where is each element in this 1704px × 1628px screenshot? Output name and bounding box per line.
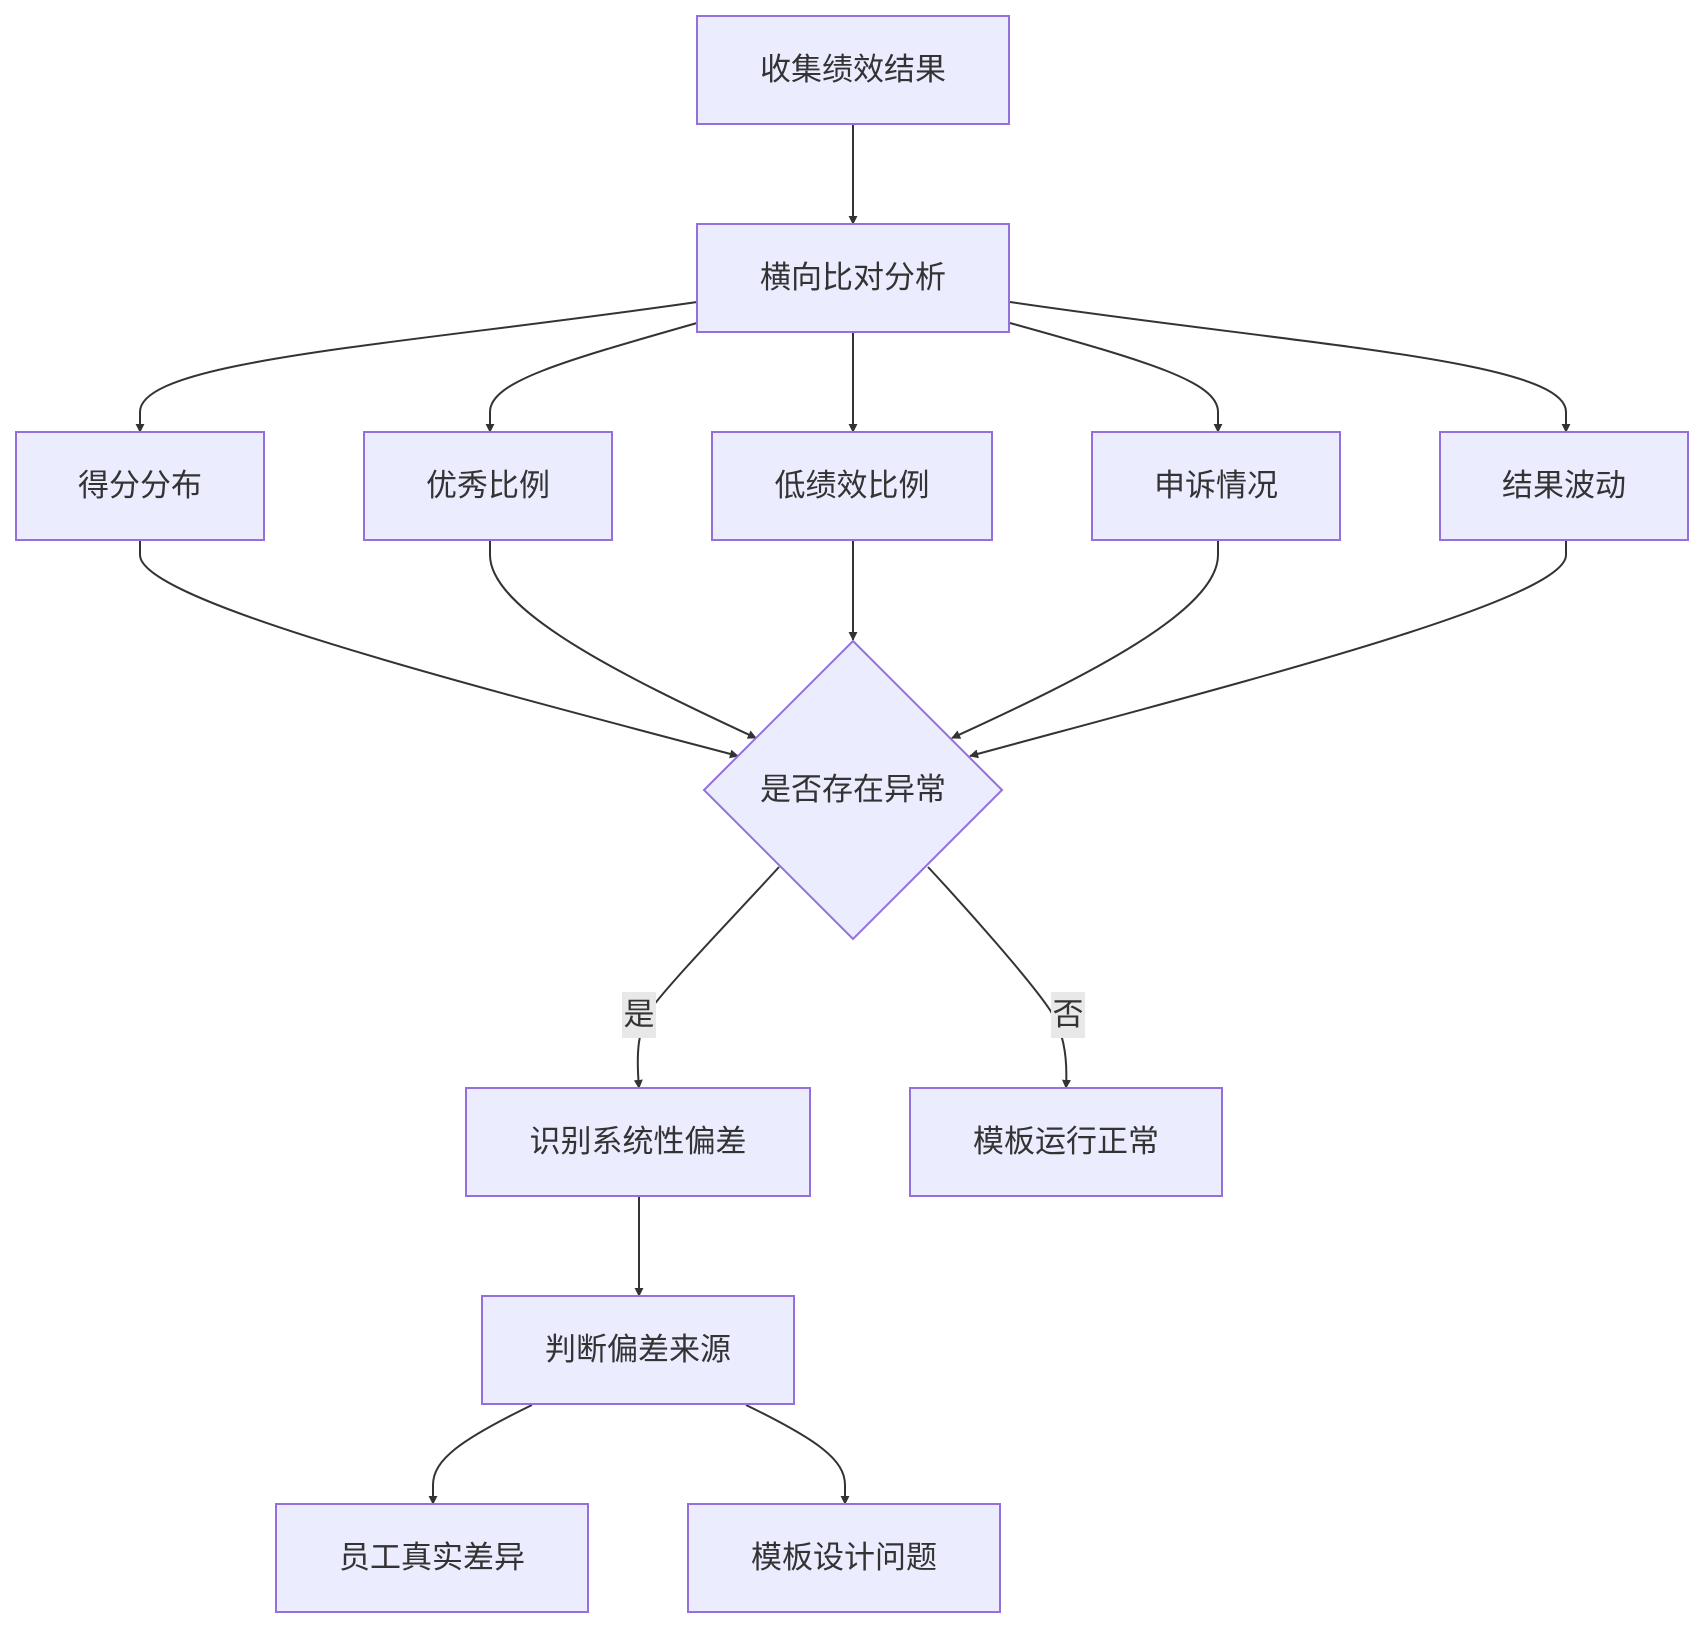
node-score-dist: 得分分布 bbox=[15, 431, 265, 541]
node-employee-diff-label: 员工真实差异 bbox=[339, 1540, 525, 1576]
edge-score-dist-to-anomaly bbox=[139, 541, 739, 759]
node-excellent-ratio: 优秀比例 bbox=[363, 431, 613, 541]
node-template-issue: 模板设计问题 bbox=[687, 1503, 1001, 1613]
edge-excellent-ratio-to-anomaly bbox=[489, 541, 757, 739]
edge-anomaly-to-identify-bias bbox=[633, 866, 780, 1089]
node-template-ok: 模板运行正常 bbox=[909, 1087, 1223, 1197]
node-low-ratio: 低绩效比例 bbox=[711, 431, 993, 541]
node-anomaly-label: 是否存在异常 bbox=[760, 772, 946, 808]
edge-label-no: 否 bbox=[1051, 992, 1085, 1038]
node-template-ok-label: 模板运行正常 bbox=[973, 1124, 1159, 1160]
node-identify-bias-label: 识别系统性偏差 bbox=[530, 1124, 747, 1160]
node-excellent-ratio-label: 优秀比例 bbox=[426, 468, 550, 504]
edge-compare-to-excellent-ratio bbox=[485, 322, 698, 433]
node-fluctuation-label: 结果波动 bbox=[1502, 468, 1626, 504]
edge-compare-to-appeal bbox=[1009, 322, 1223, 433]
edges bbox=[135, 125, 1571, 1505]
edge-label-yes: 是 bbox=[622, 992, 656, 1038]
node-fluctuation: 结果波动 bbox=[1439, 431, 1689, 541]
node-score-dist-label: 得分分布 bbox=[78, 468, 202, 504]
node-low-ratio-label: 低绩效比例 bbox=[775, 468, 930, 504]
node-appeal: 申诉情况 bbox=[1091, 431, 1341, 541]
edge-compare-to-score-dist bbox=[135, 301, 698, 433]
edge-anomaly-to-template-ok bbox=[927, 866, 1071, 1089]
edge-judge-source-to-template-issue bbox=[745, 1404, 850, 1505]
node-employee-diff: 员工真实差异 bbox=[275, 1503, 589, 1613]
edge-compare-to-fluctuation bbox=[1009, 301, 1571, 433]
edge-fluctuation-to-anomaly bbox=[969, 541, 1567, 759]
node-anomaly: 是否存在异常 bbox=[702, 639, 1004, 941]
node-template-issue-label: 模板设计问题 bbox=[751, 1540, 937, 1576]
node-collect-label: 收集绩效结果 bbox=[760, 52, 946, 88]
node-judge-source-label: 判断偏差来源 bbox=[545, 1332, 731, 1368]
node-judge-source: 判断偏差来源 bbox=[481, 1295, 795, 1405]
node-identify-bias: 识别系统性偏差 bbox=[465, 1087, 811, 1197]
node-appeal-label: 申诉情况 bbox=[1154, 468, 1278, 504]
edge-label-yes-text: 是 bbox=[624, 997, 655, 1033]
edge-appeal-to-anomaly bbox=[951, 541, 1219, 739]
node-compare: 横向比对分析 bbox=[696, 223, 1010, 333]
edge-judge-source-to-employee-diff bbox=[428, 1404, 533, 1505]
node-compare-label: 横向比对分析 bbox=[760, 260, 946, 296]
node-collect: 收集绩效结果 bbox=[696, 15, 1010, 125]
edge-label-no-text: 否 bbox=[1053, 997, 1084, 1033]
